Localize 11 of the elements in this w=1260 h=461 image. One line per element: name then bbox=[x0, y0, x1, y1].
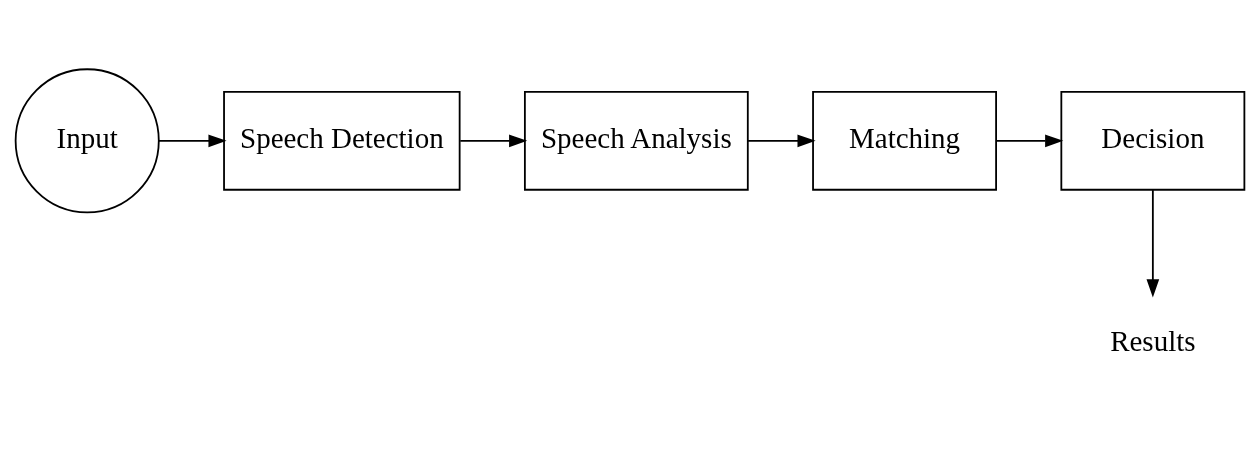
node-box: Speech Analysis bbox=[523, 90, 749, 191]
node-text: Results bbox=[1110, 324, 1196, 357]
arrow bbox=[747, 134, 816, 147]
arrow bbox=[158, 134, 227, 147]
arrow bbox=[1146, 188, 1160, 297]
arrow bbox=[995, 134, 1064, 147]
node-box: Decision bbox=[1060, 90, 1246, 191]
arrow bbox=[459, 134, 528, 147]
node-box: Speech Detection bbox=[223, 90, 461, 191]
node-circle: Input bbox=[14, 67, 160, 213]
node-box: Matching bbox=[812, 90, 997, 191]
